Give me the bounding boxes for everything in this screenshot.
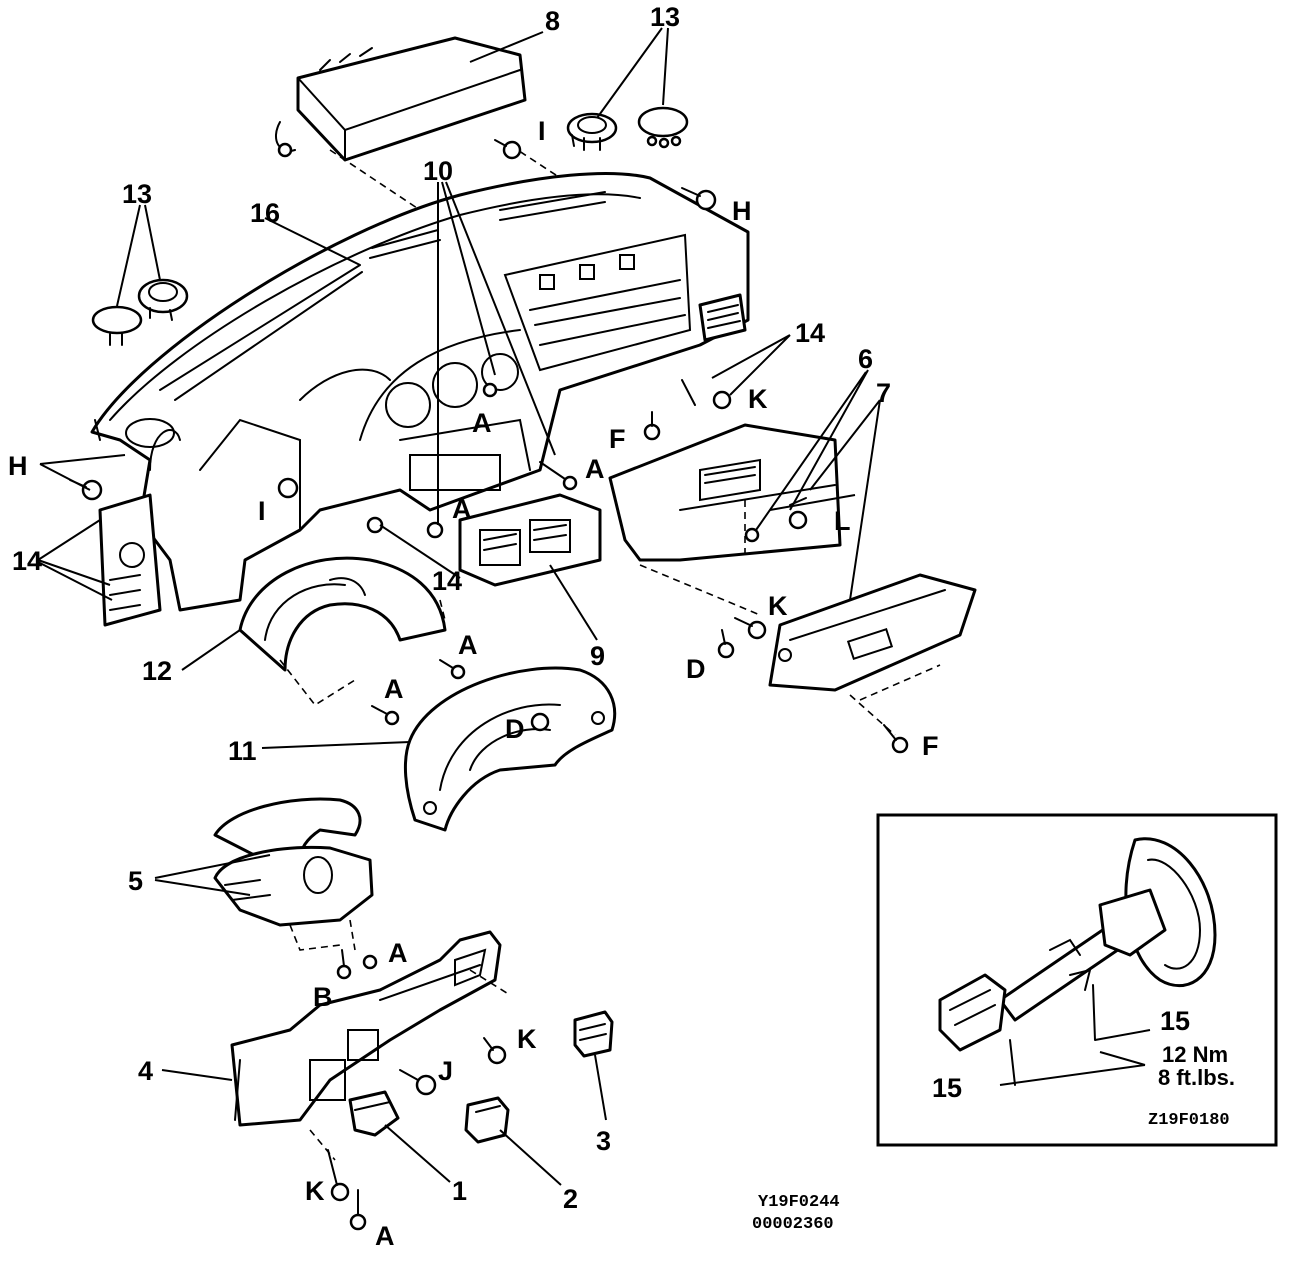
label-A: A [458, 630, 478, 660]
figure-subcode: 00002360 [752, 1215, 834, 1234]
label-A: A [472, 408, 492, 438]
column-cover-part-5 [213, 797, 374, 951]
figure-code: Y19F0244 [758, 1193, 840, 1212]
label-F: F [922, 731, 939, 761]
torque-ftlbs: 8 ft.lbs. [1158, 1065, 1235, 1090]
label-H: H [8, 451, 28, 481]
label-13: 13 [122, 179, 152, 209]
plug-part-13-left [91, 278, 189, 346]
instrument-panel-part-16 [90, 171, 750, 627]
label-A: A [375, 1221, 395, 1251]
cluster-bezel-part-11 [403, 666, 617, 832]
label-B: B [313, 982, 333, 1012]
label-A: A [388, 938, 408, 968]
label-11: 11 [228, 736, 257, 766]
label-13: 13 [650, 2, 680, 32]
knee-panel-part-4 [230, 930, 511, 1161]
label-A: A [384, 674, 404, 704]
label-14: 14 [12, 546, 42, 576]
torque-nm: 12 Nm [1162, 1042, 1228, 1067]
label-K: K [305, 1176, 325, 1206]
glovebox-housing-part-6 [608, 423, 842, 616]
label-L: L [834, 506, 851, 536]
label-3: 3 [596, 1126, 611, 1156]
label-D: D [686, 654, 706, 684]
label-7: 7 [876, 378, 891, 408]
label-4: 4 [138, 1056, 153, 1086]
part-number-labels: 8 13 13 16 10 14 6 7 14 14 9 12 11 5 4 1… [8, 2, 1235, 1251]
label-2: 2 [563, 1184, 578, 1214]
label-1: 1 [452, 1176, 467, 1206]
inset-figure-code: Z19F0180 [1148, 1111, 1230, 1130]
switch-part-3 [573, 1010, 614, 1058]
label-12: 12 [142, 656, 172, 686]
switch-part-2 [464, 1096, 510, 1144]
label-K: K [517, 1024, 537, 1054]
label-A: A [585, 454, 605, 484]
label-J: J [438, 1056, 453, 1086]
meter-hood-part-12 [238, 556, 447, 707]
label-F: F [609, 424, 626, 454]
label-16: 16 [250, 198, 280, 228]
label-D: D [505, 714, 525, 744]
label-8: 8 [545, 6, 560, 36]
label-6: 6 [858, 344, 873, 374]
leader-lines [37, 27, 881, 1186]
label-14: 14 [432, 566, 462, 596]
switch-part-1 [348, 1090, 400, 1137]
fasteners [69, 139, 909, 1231]
label-14: 14 [795, 318, 825, 348]
label-A: A [452, 494, 472, 524]
steering-column-inset [876, 813, 1278, 1147]
label-K: K [748, 384, 768, 414]
label-9: 9 [590, 641, 605, 671]
label-5: 5 [128, 866, 143, 896]
label-H: H [732, 196, 752, 226]
label-I: I [538, 116, 546, 146]
label-K: K [768, 591, 788, 621]
label-15: 15 [1160, 1006, 1190, 1036]
label-15: 15 [932, 1073, 962, 1103]
center-vent-part-9 [458, 493, 602, 587]
label-I: I [258, 496, 266, 526]
glovebox-door-part-7 [768, 573, 977, 736]
label-10: 10 [423, 156, 453, 186]
